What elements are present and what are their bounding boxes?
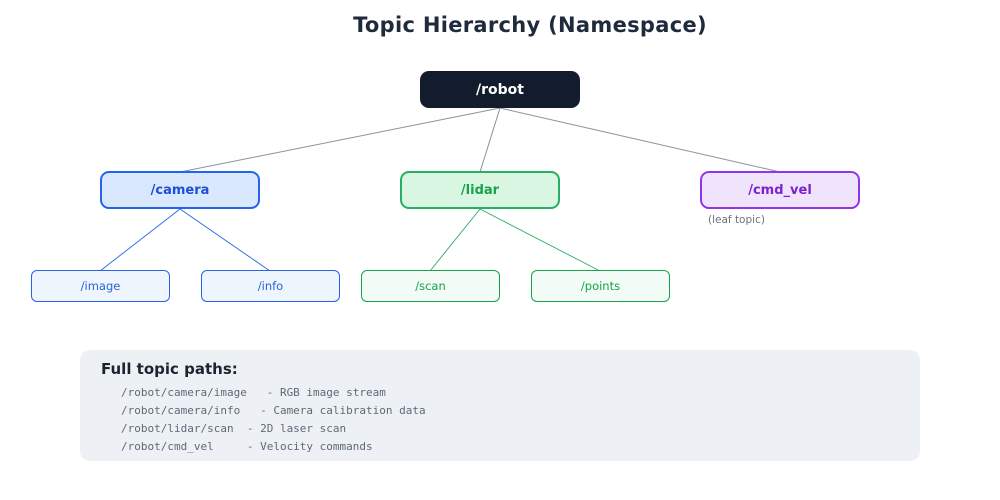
node-lidar-label: /lidar xyxy=(460,182,500,198)
node-scan-label: /scan xyxy=(415,279,446,293)
topic-path-line-3: /robot/lidar/scan - 2D laser scan xyxy=(121,422,347,435)
edge-camera-info xyxy=(179,208,271,272)
panel-heading: Full topic paths: xyxy=(101,360,238,378)
node-cmd-vel-label: /cmd_vel xyxy=(748,182,812,198)
leaf-topic-note: (leaf topic) xyxy=(708,214,765,226)
node-points: /points xyxy=(531,270,670,302)
node-image-label: /image xyxy=(80,279,121,293)
node-info: /info xyxy=(201,270,340,302)
node-lidar: /lidar xyxy=(400,171,560,209)
node-robot: /robot xyxy=(420,71,580,108)
topic-path-line-2: /robot/camera/info - Camera calibration … xyxy=(121,404,426,417)
panel-lines: /robot/camera/image - RGB image stream /… xyxy=(121,384,426,456)
topic-path-line-1: /robot/camera/image - RGB image stream xyxy=(121,386,386,399)
node-camera: /camera xyxy=(100,171,260,209)
topic-path-line-4: /robot/cmd_vel - Velocity commands xyxy=(121,440,373,453)
node-camera-label: /camera xyxy=(150,182,210,198)
edge-lidar-points xyxy=(479,208,601,272)
node-points-label: /points xyxy=(580,279,621,293)
diagram-title: Topic Hierarchy (Namespace) xyxy=(353,13,707,37)
edge-robot-cmdvel xyxy=(499,107,781,173)
edge-camera-image xyxy=(99,208,181,272)
node-info-label: /info xyxy=(257,279,284,293)
node-robot-label: /robot xyxy=(476,81,524,98)
node-scan: /scan xyxy=(361,270,500,302)
topic-paths-panel: Full topic paths: /robot/camera/image - … xyxy=(80,350,920,461)
edge-robot-lidar xyxy=(479,107,501,173)
edge-robot-camera xyxy=(179,107,501,173)
edge-lidar-scan xyxy=(429,208,481,272)
node-image: /image xyxy=(31,270,170,302)
node-cmd-vel: /cmd_vel xyxy=(700,171,860,209)
